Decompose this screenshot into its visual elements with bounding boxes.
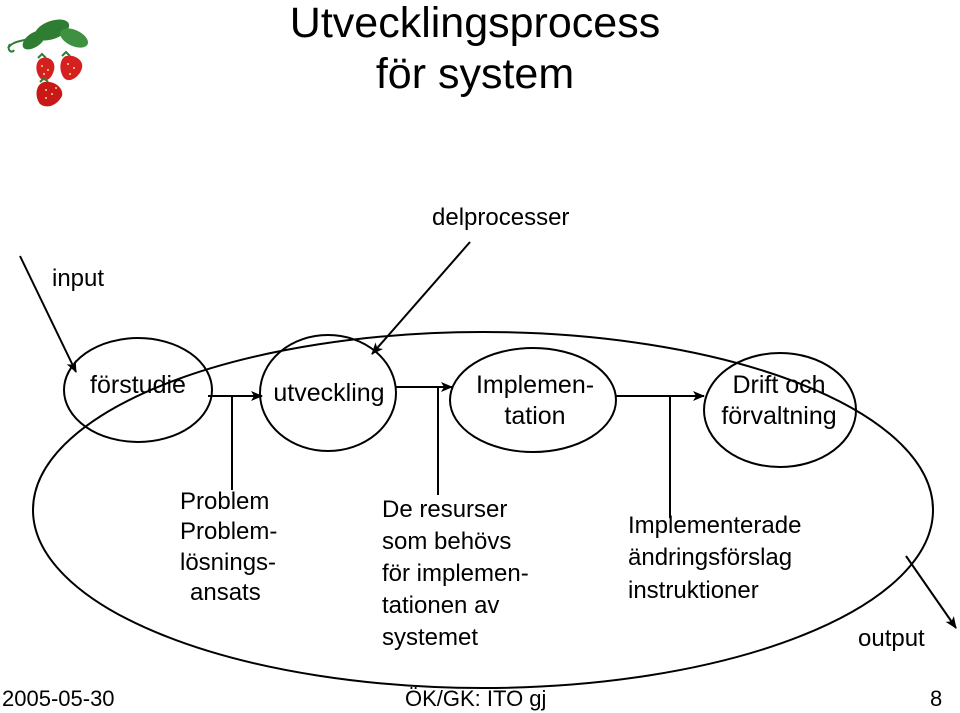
node-utveckling: utveckling [262,378,396,409]
label-input: input [52,265,105,292]
description-problem-line-2: Problem- [180,518,278,546]
description-resurser-line-4: tationen av [382,591,500,619]
description-implementerade: Implementerade ändringsförslag instrukti… [628,510,801,607]
page-title: Utvecklingsprocess för system [240,0,710,99]
delprocesser-arrow [371,241,471,355]
node-drift-line-2: förvaltning [721,402,837,431]
description-resurser-line-5: systemet [382,623,479,651]
strawberry-icon [7,19,89,107]
output-arrow [905,555,957,629]
title-line-2: för system [375,49,575,98]
title-line-1: Utvecklingsprocess [289,0,661,47]
description-problem-line-3: lösnings- [180,548,277,576]
ellipse-implementation [449,347,617,453]
node-forstudie: förstudie [70,370,206,401]
node-forstudie-label: förstudie [90,371,186,399]
description-resurser-line-1: De resurser [382,496,508,523]
description-problem-line-1: Problem [180,488,270,515]
node-drift: Drift och förvaltning [704,370,854,433]
ellipse-drift [703,352,857,468]
description-problem-line-4: ansats [190,579,261,607]
node-utveckling-label: utveckling [273,379,385,407]
description-resurser: De resurser som behövs för implemen- tat… [382,494,529,654]
footer-page-number: 8 [930,686,943,711]
process-boundary-ellipse [32,331,934,689]
label-delprocesser: delprocesser [432,204,570,231]
node-drift-line-1: Drift och [732,371,826,399]
label-output: output [858,625,925,652]
description-implementerade-line-2: ändringsförslag [628,544,793,572]
description-implementerade-line-3: instruktioner [628,576,759,604]
input-arrow [19,255,77,373]
ellipse-forstudie [63,337,213,443]
description-resurser-line-2: som behövs [382,527,512,555]
description-resurser-line-3: för implemen- [382,559,529,587]
node-implementation-line-2: tation [504,402,566,431]
footer-center: ÖK/GK: ITO gj [405,686,547,711]
description-implementerade-line-1: Implementerade [628,512,802,539]
description-problem: Problem Problem- lösnings- ansats [180,487,277,609]
footer-date: 2005-05-30 [2,686,115,711]
node-implementation-line-1: Implemen- [475,371,595,399]
node-implementation: Implemen- tation [460,370,610,433]
